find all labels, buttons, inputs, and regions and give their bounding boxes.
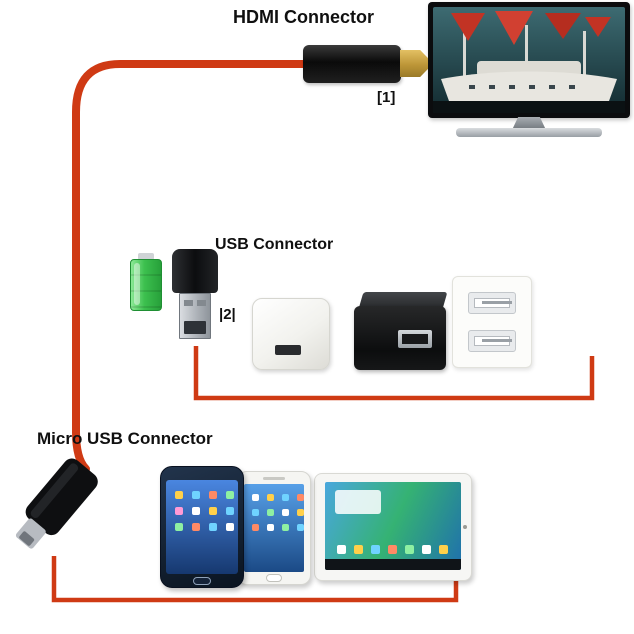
- tv-monitor: [428, 2, 630, 118]
- micro-usb-connector-label: Micro USB Connector: [37, 429, 213, 448]
- micro-usb-tip-slot: [19, 531, 35, 546]
- charger-usb-port: [275, 345, 301, 355]
- micro-usb-pointer-line: [51, 556, 459, 603]
- tablet-widget: [335, 490, 381, 514]
- wall-usb-slot: [474, 298, 512, 308]
- tablet-nav-bar: [325, 559, 461, 570]
- wall-usb-slot-gap: [482, 339, 512, 342]
- dark-smartphone: [160, 466, 244, 588]
- home-button: [266, 574, 282, 582]
- phone-earpiece: [191, 473, 213, 476]
- wall-usb-slot-gap: [482, 301, 512, 304]
- hdmi-adapter-body: [303, 45, 401, 83]
- usb-plug-opening: [184, 321, 206, 334]
- usb-connector-cap: [172, 249, 218, 293]
- usb-connector-label: USB Connector: [215, 236, 334, 253]
- battery-body: [130, 259, 162, 311]
- battery-tip: [138, 253, 154, 260]
- usb-ref-number: |2|: [219, 306, 236, 323]
- red-cable: [72, 60, 318, 473]
- tv-stand-neck: [512, 117, 546, 130]
- usb-pointer-line: [193, 346, 595, 401]
- tablet-camera-dot: [463, 525, 467, 529]
- dock-usb-port-opening: [402, 334, 428, 344]
- wall-usb-slot: [474, 336, 512, 346]
- micro-usb-body: [25, 458, 98, 536]
- white-usb-wall-charger: [252, 298, 330, 370]
- home-button: [193, 577, 211, 585]
- app-icons: [175, 491, 183, 499]
- white-tablet: [314, 473, 472, 581]
- micro-usb-connector: [15, 458, 98, 549]
- tablet-app-icons: [337, 545, 346, 554]
- white-smartphone: [237, 471, 311, 585]
- hdmi-connector-label: HDMI Connector: [233, 7, 374, 27]
- phone-screen: [244, 484, 304, 572]
- tablet-screen: [325, 482, 461, 570]
- black-charging-dock: [352, 288, 448, 372]
- app-icons: [252, 494, 259, 501]
- tv-stand-base: [456, 128, 602, 137]
- wall-usb-port-top: [468, 292, 516, 314]
- usb-plug-shell-holes: [184, 300, 193, 306]
- dual-usb-wall-outlet: [452, 276, 532, 368]
- hdmi-ref-number: [1]: [377, 89, 396, 106]
- hdmi-gold-plug: [400, 50, 428, 77]
- tv-ship-picture: [433, 7, 625, 113]
- micro-usb-body-highlight: [30, 463, 79, 519]
- battery-highlight: [134, 263, 140, 305]
- battery-icon: [130, 252, 162, 312]
- tv-screen: [433, 7, 625, 113]
- phone-earpiece: [263, 477, 285, 480]
- phone-screen: [166, 480, 238, 574]
- wall-usb-port-bottom: [468, 330, 516, 352]
